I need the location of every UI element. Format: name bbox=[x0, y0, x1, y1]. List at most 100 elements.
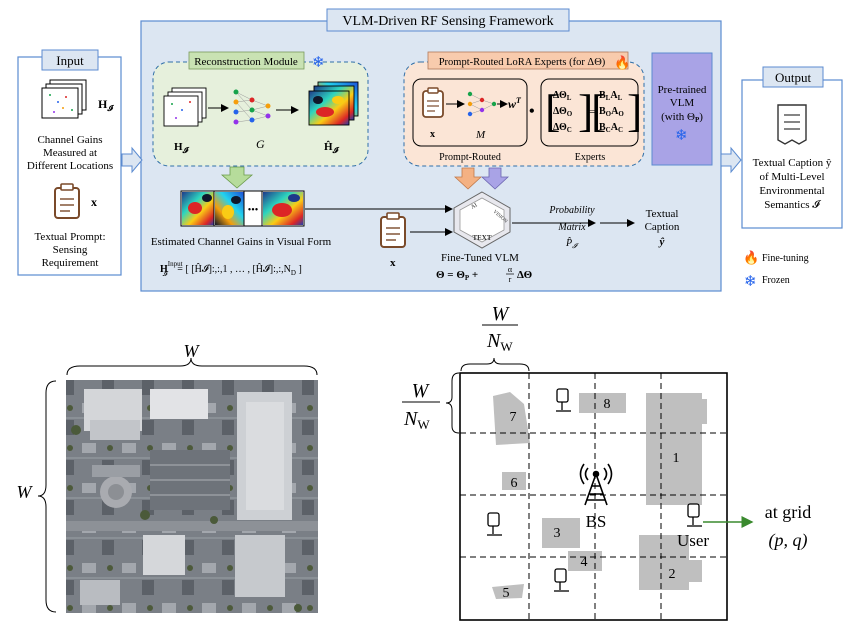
legend-frozen: Frozen bbox=[762, 275, 790, 286]
input-arrow bbox=[121, 146, 143, 174]
visual-form-strip bbox=[180, 190, 305, 227]
building-label-2: 2 bbox=[669, 567, 676, 582]
building-label-4: 4 bbox=[581, 555, 588, 570]
aerial-image bbox=[66, 380, 318, 613]
w-left-brace bbox=[37, 380, 57, 613]
vlm-badge-text: TEXT bbox=[472, 234, 491, 242]
prompt-caption-1: Textual Prompt: bbox=[34, 231, 105, 243]
recon-h-in: H𝓘 bbox=[174, 141, 190, 155]
textual-2: Caption bbox=[645, 221, 680, 233]
recon-h-out: Ĥ𝓘 bbox=[324, 141, 340, 155]
router-dot: • bbox=[529, 103, 535, 120]
ba-row-o: BOAO bbox=[599, 106, 624, 118]
router-w: wT bbox=[508, 96, 522, 111]
w-top-brace bbox=[66, 357, 318, 376]
building-2 bbox=[639, 535, 689, 590]
delta-bracket-left: [ bbox=[545, 85, 560, 136]
prob-1: Probability bbox=[548, 205, 595, 216]
building-label-5: 5 bbox=[503, 586, 510, 601]
building-5 bbox=[492, 584, 524, 599]
user-label: User bbox=[677, 531, 709, 550]
router-nn-icon bbox=[467, 91, 497, 117]
input-x-label: x bbox=[91, 195, 97, 209]
output-title-box bbox=[762, 66, 824, 88]
user-icon bbox=[687, 503, 702, 527]
experts-label: Experts bbox=[575, 152, 606, 163]
input-caption-3: Different Locations bbox=[27, 160, 113, 172]
finetuned-tail: ΔΘ bbox=[517, 269, 533, 281]
snowflake-icon-recon: ❄ bbox=[312, 55, 325, 71]
equals-sign: = bbox=[589, 106, 595, 118]
ba-bracket-right: ] bbox=[627, 85, 642, 136]
at-grid-2: (p, q) bbox=[769, 530, 808, 551]
base-station-icon bbox=[579, 463, 613, 506]
recon-title: Reconstruction Module bbox=[194, 56, 298, 68]
pretrained-down-arrow bbox=[480, 167, 510, 190]
input-h-label: H𝓘 bbox=[98, 97, 114, 113]
building-7 bbox=[493, 392, 530, 445]
x-bottom: x bbox=[390, 257, 396, 269]
finetuned-vlm-icon: AI VISION TEXT bbox=[453, 191, 511, 249]
legend-finetune: Fine-tuning bbox=[762, 253, 809, 264]
document-icon bbox=[777, 104, 807, 145]
building-4 bbox=[568, 551, 602, 571]
prompt-routed-label: Prompt-Routed bbox=[439, 152, 501, 163]
ba-row-c: BCAC bbox=[599, 122, 623, 134]
visual-dots: ••• bbox=[248, 205, 259, 216]
prompt-caption-2: Sensing bbox=[53, 244, 88, 256]
sensor-icon-2 bbox=[487, 512, 502, 536]
grid-frac-num-left: W bbox=[412, 380, 431, 402]
lora-down-arrow bbox=[453, 167, 483, 190]
grid-frac-num-top: W bbox=[492, 303, 511, 325]
pretrained-3: (with ΘP) bbox=[661, 111, 703, 124]
output-title: Output bbox=[775, 70, 812, 85]
recon-heatmap-stack-icon bbox=[308, 81, 359, 126]
lora-title: Prompt-Routed LoRA Experts (for ΔΘ) bbox=[439, 57, 606, 68]
router-x: x bbox=[430, 129, 435, 140]
output-caption-2: of Multi-Level bbox=[759, 171, 824, 183]
prob-3: P̂𝓘 bbox=[565, 236, 579, 250]
router-clipboard-icon bbox=[422, 87, 444, 118]
grid-frac-den-left: NW bbox=[403, 408, 430, 432]
input-title: Input bbox=[56, 53, 84, 68]
clipboard-icon-bottom bbox=[380, 212, 406, 248]
sensor-icon-1 bbox=[556, 388, 571, 412]
pretrained-1: Pre-trained bbox=[658, 84, 707, 96]
textual-3: ŷ bbox=[658, 236, 665, 248]
channel-gains-stack-icon bbox=[41, 79, 87, 119]
w-top-label: W bbox=[184, 341, 201, 361]
building-3 bbox=[542, 518, 580, 548]
neural-network-g-icon bbox=[233, 89, 271, 125]
building-6 bbox=[502, 472, 526, 490]
vlm-badge-ai: AI bbox=[470, 202, 478, 210]
building-8 bbox=[579, 393, 626, 413]
at-grid-1: at grid bbox=[765, 502, 812, 522]
ba-row-l: BLAL bbox=[599, 90, 623, 102]
recon-title-box bbox=[188, 51, 305, 70]
delta-row-c: ΔΘC bbox=[553, 122, 572, 134]
prompt-caption-3: Requirement bbox=[42, 257, 99, 269]
clipboard-icon bbox=[54, 183, 80, 219]
recon-down-arrow bbox=[220, 166, 254, 189]
grid-left-brace bbox=[445, 372, 460, 434]
pretrained-vlm-box bbox=[651, 52, 713, 166]
snowflake-icon-pretrained: ❄ bbox=[675, 128, 688, 144]
fire-icon-lora: 🔥 bbox=[614, 55, 630, 70]
building-label-7: 7 bbox=[510, 410, 517, 425]
grid-map bbox=[459, 372, 728, 621]
output-arrow bbox=[720, 146, 742, 174]
snowflake-icon-legend: ❄ bbox=[744, 274, 757, 290]
input-caption-2: Measured at bbox=[43, 147, 97, 159]
input-title-box bbox=[41, 49, 99, 71]
delta-bracket-right: ] bbox=[578, 85, 593, 136]
sensor-icon-3 bbox=[554, 568, 569, 592]
delta-row-o: ΔΘO bbox=[553, 106, 573, 118]
output-caption-3: Environmental bbox=[759, 185, 824, 197]
delta-row-l: ΔΘL bbox=[553, 90, 572, 102]
building-label-6: 6 bbox=[511, 476, 518, 491]
ba-bracket-left: [ bbox=[591, 85, 606, 136]
building-label-8: 8 bbox=[604, 397, 611, 412]
finetuned-frac-den: r bbox=[509, 275, 512, 284]
